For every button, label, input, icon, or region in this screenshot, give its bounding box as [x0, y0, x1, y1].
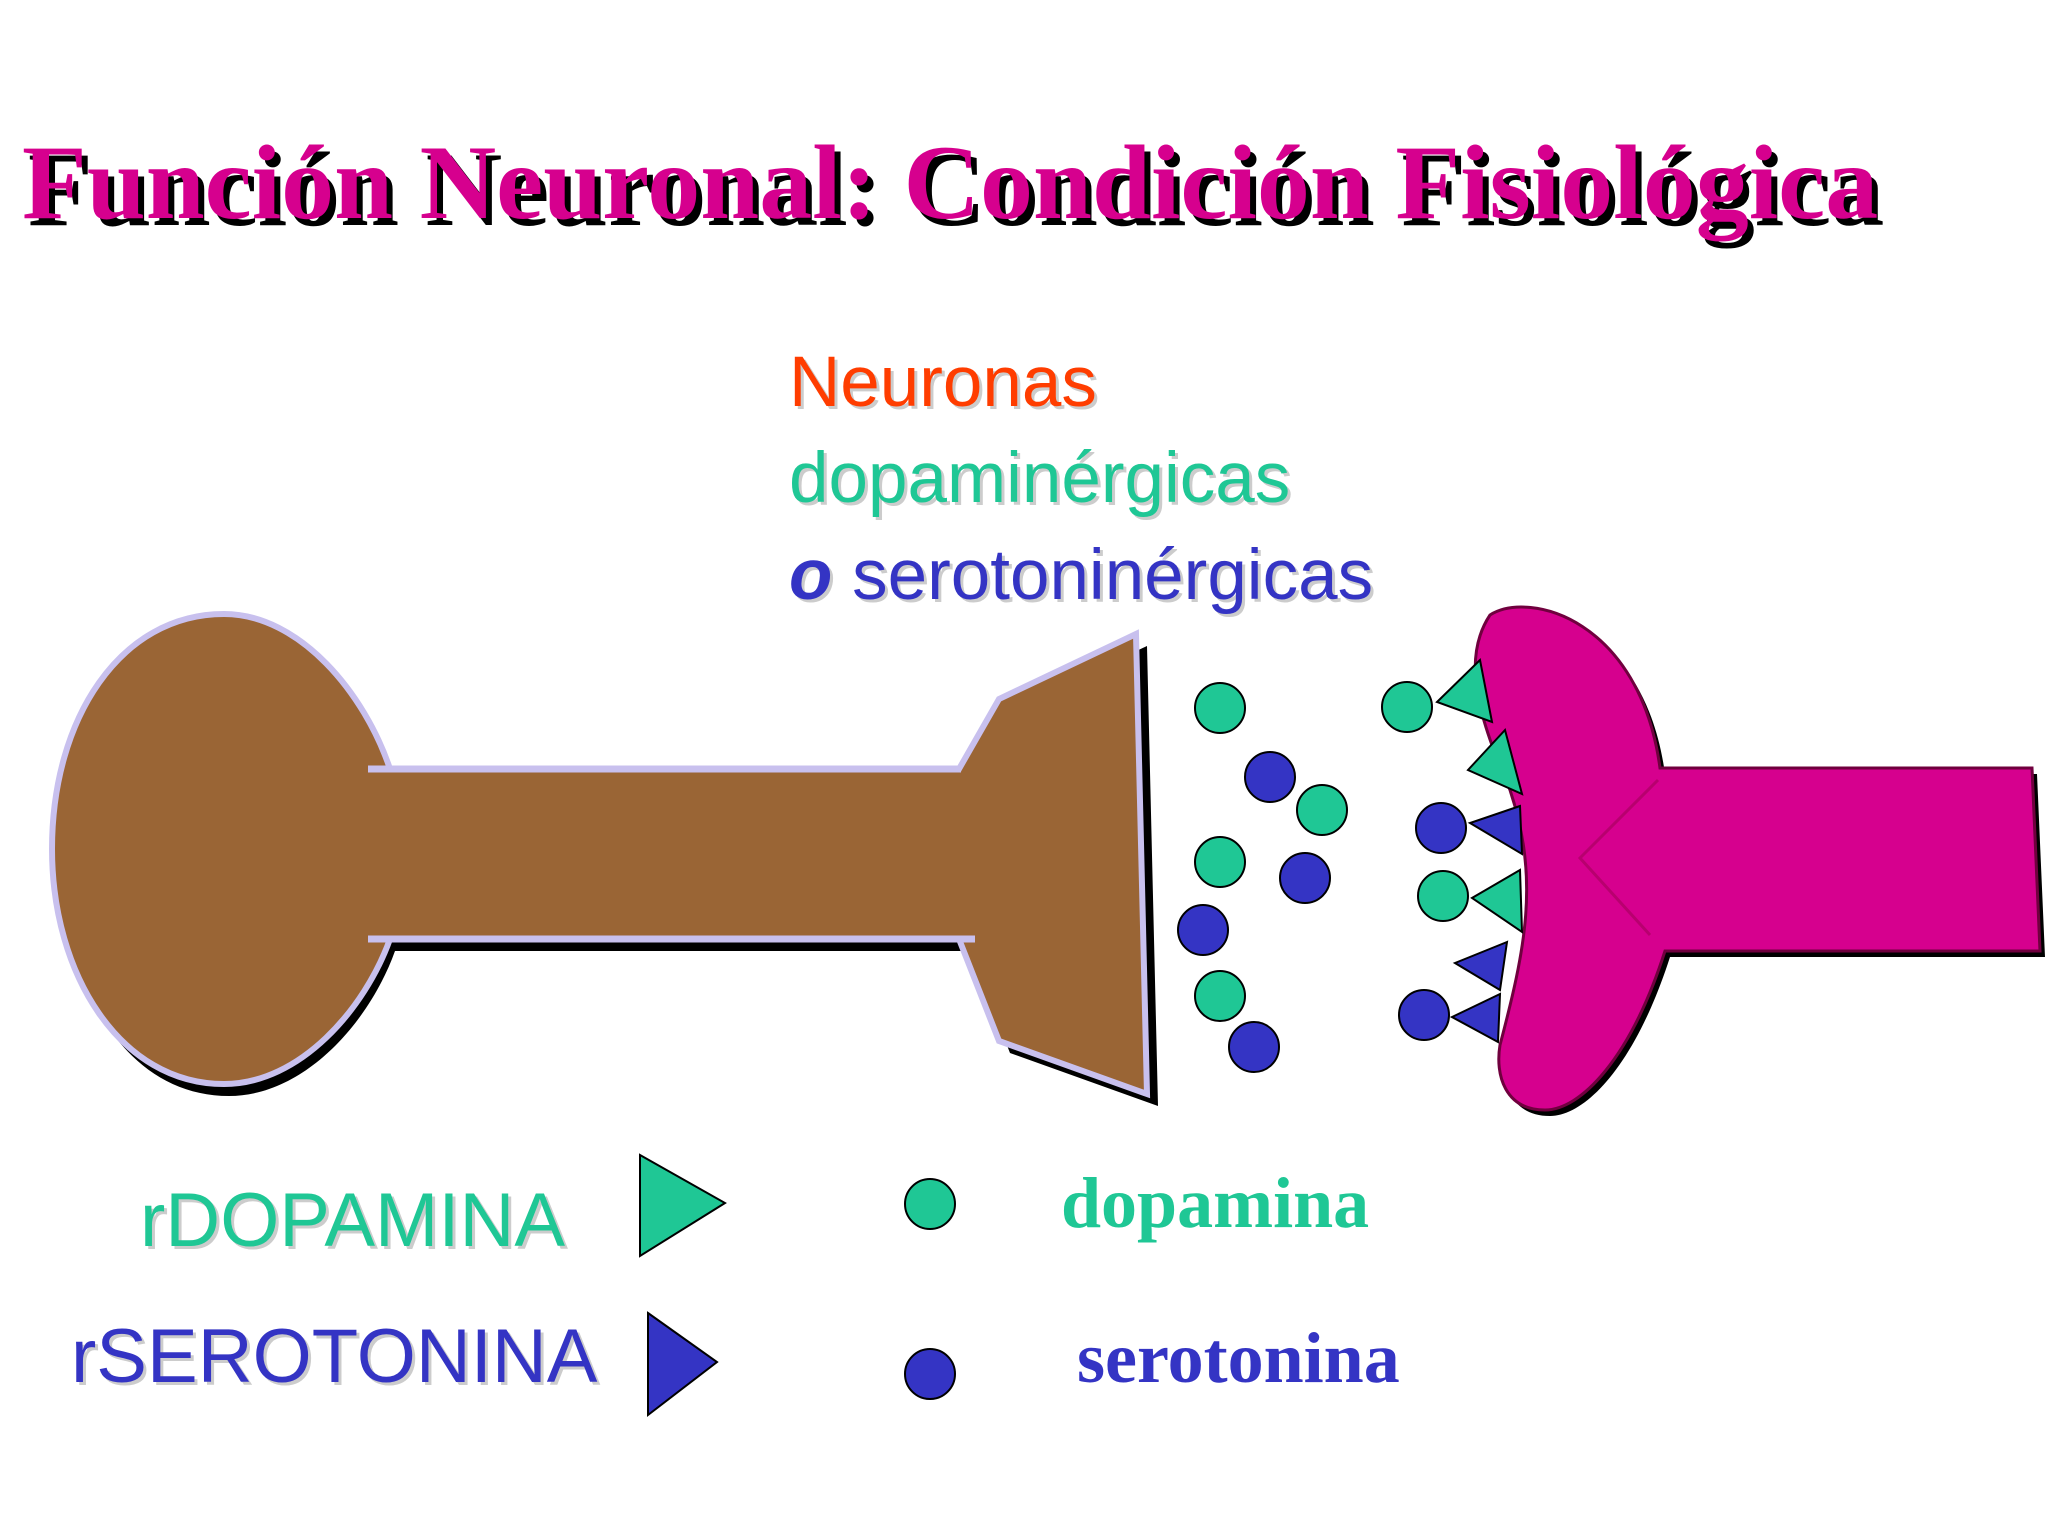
serotonin-receptor: [1449, 992, 1502, 1044]
legend-rserotonina-label: rSEROTONINA: [71, 1314, 598, 1399]
caption-line2-shadow: dopaminérgicas: [792, 442, 1293, 521]
legend-rserotonina-shadow: rSEROTONINA: [74, 1317, 601, 1402]
presynaptic-neuron: [48, 610, 1158, 1106]
dopamine-molecule: [1194, 682, 1246, 734]
legend-serotonin-icon: [904, 1348, 956, 1400]
title-shadow: Función Neuronal: Condición Fisiológica: [28, 131, 1884, 248]
caption-line1-shadow: Neuronas: [792, 346, 1100, 425]
legend-serotonin-receptor-icon: [647, 1311, 719, 1418]
dopamine-molecule: [1296, 784, 1348, 836]
bound-dopamine: [1381, 681, 1433, 733]
legend-dopamine-icon: [904, 1178, 956, 1230]
bound-serotonin: [1398, 989, 1450, 1041]
caption-line3-shadow: o serotoninérgicas: [792, 539, 1376, 618]
caption-connector-shadow: o: [792, 539, 835, 618]
postsynaptic-neuron: [1473, 605, 2045, 1116]
neuron-caption: Neuronas Neuronas dopaminérgicas dopamin…: [789, 343, 1376, 618]
dopamine-receptor: [1466, 727, 1524, 796]
legend-rdopamina-shadow: rDOPAMINA: [143, 1181, 568, 1266]
serotonin-receptor: [1452, 940, 1509, 992]
receptors: [1381, 657, 1524, 1044]
postsynaptic-dendrite: [1473, 605, 2042, 1112]
dopamine-molecule: [1194, 836, 1246, 888]
page-title: Función Neuronal: Condición Fisiológica: [22, 124, 1878, 241]
caption-line3: o serotoninérgicas: [789, 536, 1373, 615]
caption-line3-rest: serotoninérgicas: [852, 536, 1373, 615]
serotonin-molecule: [1228, 1021, 1280, 1073]
dopamine-molecule: [1194, 970, 1246, 1022]
legend-dopamina-label: dopamina: [1061, 1163, 1369, 1243]
caption-connector: o: [789, 536, 832, 615]
caption-line2: dopaminérgicas: [789, 439, 1290, 518]
dopamine-receptor: [1470, 868, 1524, 934]
serotonin-molecule: [1279, 852, 1331, 904]
bound-serotonin: [1415, 802, 1467, 854]
title: Función Neuronal: Condición Fisiológica …: [22, 124, 1884, 248]
serotonin-receptor: [1467, 804, 1524, 856]
serotonin-molecule: [1244, 751, 1296, 803]
legend-serotonina-label: serotonina: [1077, 1318, 1400, 1398]
caption-line1: Neuronas: [789, 343, 1097, 422]
legend: rDOPAMINA rDOPAMINA rSEROTONINA rSEROTON…: [71, 1153, 1400, 1418]
synaptic-cleft-molecules: [1177, 682, 1348, 1073]
presynaptic-body: [48, 610, 1151, 1099]
bound-dopamine: [1417, 870, 1469, 922]
postsynaptic-inner-edge: [1577, 778, 1660, 937]
legend-dopamine-receptor-icon: [639, 1153, 727, 1258]
dopamine-receptor: [1435, 657, 1494, 724]
caption-line3-rest-shadow: serotoninérgicas: [855, 539, 1376, 618]
serotonin-molecule: [1177, 904, 1229, 956]
legend-rdopamina-label: rDOPAMINA: [140, 1178, 565, 1263]
